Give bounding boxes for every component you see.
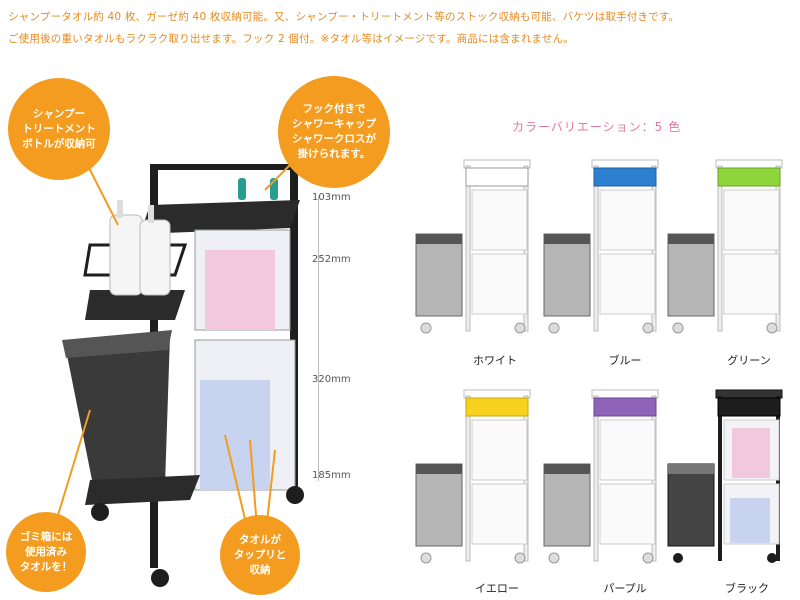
variant-blue-top-tray bbox=[593, 167, 657, 187]
variant-white-label: ホワイト bbox=[473, 354, 517, 367]
variant-white-top-tray bbox=[465, 167, 529, 187]
variant-yellow-top-tray bbox=[465, 397, 529, 417]
callout-towel: タオルが タップリと 収納 bbox=[220, 515, 300, 595]
dimension-top: 103mm bbox=[312, 192, 351, 203]
variant-purple: パープル bbox=[540, 388, 660, 595]
variant-purple-top-tray bbox=[593, 397, 657, 417]
variant-yellow-label: イエロー bbox=[475, 582, 519, 595]
variant-black-image bbox=[667, 389, 783, 563]
callout-trash: ゴミ箱には 使用済み タオルを！ bbox=[6, 512, 86, 592]
variant-blue-label: ブルー bbox=[608, 354, 642, 367]
hero-product-image: 103mm 252mm 320mm 185mm bbox=[0, 150, 400, 600]
dimension-middle: 320mm bbox=[312, 374, 351, 385]
variant-white: ホワイト bbox=[412, 158, 532, 367]
callout-hook: フック付きで シャワーキャップ シャワークロスが 掛けられます。 bbox=[278, 76, 390, 188]
color-variations-title: カラーバリエーション：5 色 bbox=[512, 120, 682, 134]
variant-black-top-tray bbox=[717, 397, 781, 417]
variant-black-label: ブラック bbox=[725, 582, 769, 595]
variant-green: グリーン bbox=[664, 158, 784, 367]
callout-bottle: シャンプー トリートメント ボトルが収納可 bbox=[8, 78, 110, 180]
variant-green-label: グリーン bbox=[727, 354, 771, 367]
variant-purple-image bbox=[543, 389, 659, 564]
variant-blue: ブルー bbox=[540, 158, 660, 367]
intro-line-1: シャンプータオル約 40 枚、ガーゼ約 40 枚収納可能。又、シャンプー・トリー… bbox=[8, 11, 680, 23]
variant-purple-label: パープル bbox=[603, 582, 647, 595]
variant-blue-image bbox=[543, 159, 659, 334]
dimension-upper: 252mm bbox=[312, 254, 351, 265]
variant-yellow-image bbox=[415, 389, 531, 564]
intro-line-2: ご使用後の重いタオルもラクラク取り出せます。フック 2 個付。※タオル等はイメー… bbox=[8, 33, 575, 45]
variant-black: ブラック bbox=[664, 388, 784, 595]
dimension-guide bbox=[318, 196, 319, 481]
variant-green-top-tray bbox=[717, 167, 781, 187]
wagon-illustration bbox=[54, 154, 304, 587]
variant-white-image bbox=[415, 159, 531, 334]
intro-text: シャンプータオル約 40 枚、ガーゼ約 40 枚収納可能。又、シャンプー・トリー… bbox=[8, 6, 794, 50]
variant-yellow: イエロー bbox=[412, 388, 532, 595]
variant-green-image bbox=[667, 159, 783, 334]
dimension-lower: 185mm bbox=[312, 470, 351, 481]
